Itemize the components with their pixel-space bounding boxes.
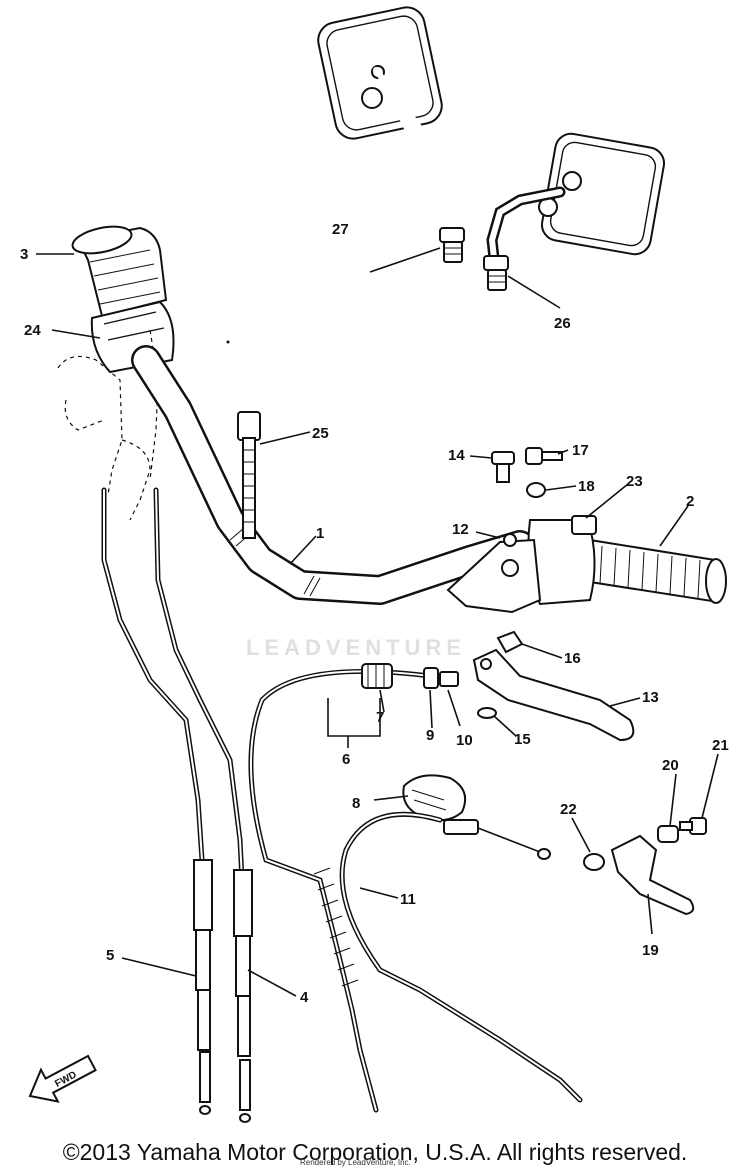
label-4: 4 bbox=[300, 989, 309, 1006]
label-18: 18 bbox=[578, 478, 595, 495]
label-20: 20 bbox=[662, 757, 679, 774]
forward-arrow-icon: FWD bbox=[28, 1054, 97, 1103]
cable-guide-part[interactable] bbox=[402, 774, 466, 822]
mirror-right-part[interactable] bbox=[483, 131, 667, 291]
lever-nut-part[interactable] bbox=[583, 853, 605, 871]
adjuster-part[interactable] bbox=[361, 663, 393, 689]
rendered-by-note: Rendered by LeadVenture, Inc. bbox=[300, 1158, 411, 1167]
label-1: 1 bbox=[316, 525, 324, 542]
nut-part[interactable] bbox=[496, 630, 524, 654]
label-25: 25 bbox=[312, 425, 329, 442]
label-12: 12 bbox=[452, 521, 469, 538]
label-6: 6 bbox=[342, 751, 350, 768]
return-cable-part[interactable] bbox=[101, 487, 213, 1115]
mirror-left-part[interactable] bbox=[315, 4, 465, 263]
locknut-part[interactable] bbox=[423, 667, 459, 689]
lever-bolt-part[interactable] bbox=[679, 817, 707, 835]
label-10: 10 bbox=[456, 732, 473, 749]
pivot-bolt-part[interactable] bbox=[491, 451, 515, 483]
label-14: 14 bbox=[448, 447, 465, 464]
collar-part[interactable] bbox=[657, 825, 679, 843]
label-9: 9 bbox=[426, 727, 434, 744]
label-23: 23 bbox=[626, 473, 643, 490]
left-grip-part[interactable] bbox=[70, 222, 168, 318]
label-22: 22 bbox=[560, 801, 577, 818]
throttle-cable-part[interactable] bbox=[153, 487, 253, 1123]
label-26: 26 bbox=[554, 315, 571, 332]
label-5: 5 bbox=[106, 947, 114, 964]
screw-part[interactable] bbox=[525, 447, 563, 465]
decompression-cable-part[interactable] bbox=[339, 811, 583, 1103]
watermark: LEADVENTURE bbox=[246, 635, 467, 660]
clutch-cable-part[interactable] bbox=[248, 668, 433, 1113]
clutch-lever-part[interactable] bbox=[472, 648, 635, 742]
right-grip-part[interactable] bbox=[589, 538, 727, 604]
label-19: 19 bbox=[642, 942, 659, 959]
label-11: 11 bbox=[400, 891, 416, 908]
callout-labels: 1 2 3 4 5 6 7 8 9 10 11 12 13 14 15 16 1… bbox=[20, 221, 729, 1006]
decomp-lever-part[interactable] bbox=[610, 834, 695, 916]
label-13: 13 bbox=[642, 689, 659, 706]
right-switch-part[interactable] bbox=[527, 515, 597, 606]
handlebar-part[interactable] bbox=[131, 345, 535, 605]
label-16: 16 bbox=[564, 650, 581, 667]
lever-bracket-part[interactable] bbox=[446, 533, 542, 614]
label-24: 24 bbox=[24, 322, 41, 339]
circlip-part[interactable] bbox=[477, 707, 497, 719]
label-7: 7 bbox=[376, 709, 384, 726]
label-2: 2 bbox=[686, 493, 694, 510]
washer-part[interactable] bbox=[526, 482, 546, 498]
label-15: 15 bbox=[514, 731, 531, 748]
label-8: 8 bbox=[352, 795, 360, 812]
label-21: 21 bbox=[712, 737, 729, 754]
copyright-footer: ©2013 Yamaha Motor Corporation, U.S.A. A… bbox=[62, 1139, 688, 1165]
label-17: 17 bbox=[572, 442, 589, 459]
label-27: 27 bbox=[332, 221, 349, 238]
cable-band-part[interactable] bbox=[237, 411, 261, 539]
label-3: 3 bbox=[20, 246, 28, 263]
leader-lines bbox=[36, 247, 719, 997]
